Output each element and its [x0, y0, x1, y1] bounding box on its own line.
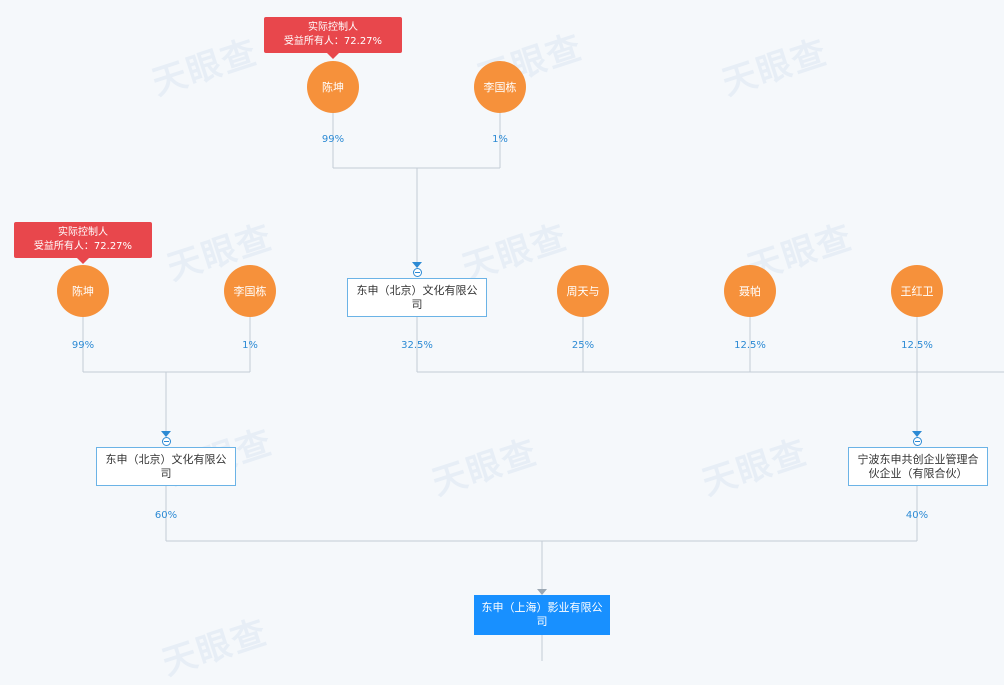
share-percent: 40% — [905, 510, 929, 521]
share-percent: 99% — [321, 134, 345, 145]
target-company-node[interactable]: 东申（上海）影业有限公司 — [474, 595, 610, 635]
person-node-chen-kun[interactable]: 陈坤 — [307, 61, 359, 113]
share-percent: 32.5% — [401, 340, 433, 351]
share-percent: 1% — [492, 134, 508, 145]
collapse-toggle-icon[interactable] — [413, 268, 422, 277]
controller-tag: 实际控制人 受益所有人：72.27% — [14, 222, 152, 264]
company-node-dongshen-beijing[interactable]: 东申（北京）文化有限公司 — [96, 447, 236, 486]
connector-lines — [82, 113, 1004, 661]
collapse-toggle-icon[interactable] — [913, 437, 922, 446]
person-node-zhou-tianyu[interactable]: 周天与 — [557, 265, 609, 317]
company-node-ningbo-dongshen-partnership[interactable]: 宁波东申共创企业管理合伙企业（有限合伙） — [848, 447, 988, 486]
controller-tag-title: 实际控制人 — [308, 22, 358, 33]
share-percent: 99% — [71, 340, 95, 351]
company-node-dongshen-beijing[interactable]: 东申（北京）文化有限公司 — [347, 278, 487, 317]
controller-tag-share: 受益所有人：72.27% — [33, 241, 133, 252]
arrow-down-icon — [537, 589, 547, 595]
person-node-nie-pa[interactable]: 聂帕 — [724, 265, 776, 317]
controller-tag-title: 实际控制人 — [58, 227, 108, 238]
share-percent: 12.5% — [901, 340, 933, 351]
controller-tag: 实际控制人 受益所有人：72.27% — [264, 17, 402, 59]
share-percent: 12.5% — [734, 340, 766, 351]
share-percent: 60% — [154, 510, 178, 521]
arrow-down-icon — [412, 262, 422, 268]
controller-tag-share: 受益所有人：72.27% — [283, 36, 383, 47]
collapse-toggle-icon[interactable] — [162, 437, 171, 446]
share-percent: 1% — [242, 340, 258, 351]
arrow-down-icon — [161, 431, 171, 437]
share-percent: 25% — [571, 340, 595, 351]
arrow-down-icon — [912, 431, 922, 437]
person-node-li-guodong[interactable]: 李国栋 — [474, 61, 526, 113]
person-node-wang-hongwei[interactable]: 王红卫 — [891, 265, 943, 317]
person-node-chen-kun[interactable]: 陈坤 — [57, 265, 109, 317]
person-node-li-guodong[interactable]: 李国栋 — [224, 265, 276, 317]
